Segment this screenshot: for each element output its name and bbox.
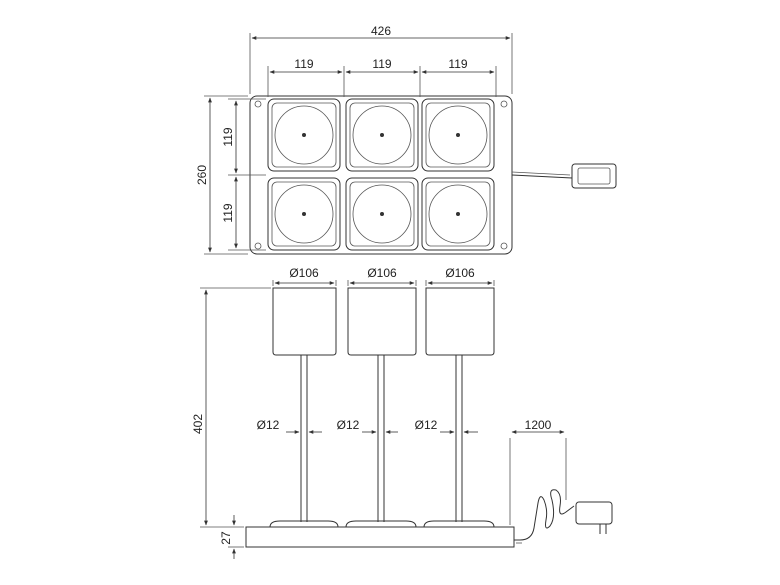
dim-cell-widths: 119 119 119	[267, 57, 497, 97]
dim-cell-height-1-label: 119	[221, 127, 235, 146]
cell-r1-c2	[345, 98, 419, 172]
cell-r2-c3	[421, 177, 495, 251]
dim-shade-diameter-3-label: Ø106	[445, 266, 475, 280]
dim-total-height: 260	[195, 95, 248, 255]
dim-total-width-label: 426	[371, 24, 391, 38]
base-tray-side	[245, 526, 515, 548]
screw-hole-bottom-left	[254, 242, 262, 250]
lamp-2	[345, 287, 417, 528]
dim-total-height-label: 260	[195, 165, 209, 185]
dim-cell-height-2-label: 119	[221, 203, 235, 222]
dim-shade-diameter-2-label: Ø106	[367, 266, 397, 280]
lamp-3	[423, 287, 495, 528]
dim-cell-width-1-label: 119	[294, 57, 313, 71]
side-view: Ø106 Ø106 Ø106	[191, 266, 613, 559]
dim-cable-length-label: 1200	[525, 418, 552, 432]
cell-r2-c2	[345, 177, 419, 251]
dim-stem-diameter-3-label: Ø12	[415, 418, 438, 432]
screw-hole-top-left	[254, 100, 262, 108]
dim-lamp-height: 402	[191, 287, 271, 528]
screw-hole-top-right	[500, 100, 508, 108]
cell-r1-c1	[267, 98, 341, 172]
dim-stem-diameter-2-label: Ø12	[337, 418, 360, 432]
top-view: 426 119 119 119 260	[195, 24, 617, 255]
dim-base-height: 27	[219, 515, 244, 559]
dim-cell-width-3-label: 119	[448, 57, 467, 71]
charging-tray-outline	[249, 95, 513, 255]
top-cable-adapter	[511, 163, 617, 189]
side-cable-adapter	[514, 489, 613, 544]
dim-stem-diameter-1-label: Ø12	[257, 418, 280, 432]
dim-base-height-label: 27	[219, 531, 233, 545]
dim-stem-diameters: Ø12 Ø12 Ø12	[257, 418, 478, 434]
screw-hole-bottom-right	[500, 242, 508, 250]
cell-r2-c1	[267, 177, 341, 251]
dim-shade-diameters: Ø106 Ø106 Ø106	[272, 266, 495, 286]
dim-lamp-height-label: 402	[191, 414, 205, 434]
dim-cable-length: 1200	[509, 418, 567, 525]
dim-cell-width-2-label: 119	[372, 57, 391, 71]
dim-total-width: 426	[249, 24, 513, 94]
dim-shade-diameter-1-label: Ø106	[289, 266, 319, 280]
dim-cell-heights: 119 119	[221, 98, 266, 251]
lamp-1	[269, 287, 339, 528]
cell-r1-c3	[421, 98, 495, 172]
